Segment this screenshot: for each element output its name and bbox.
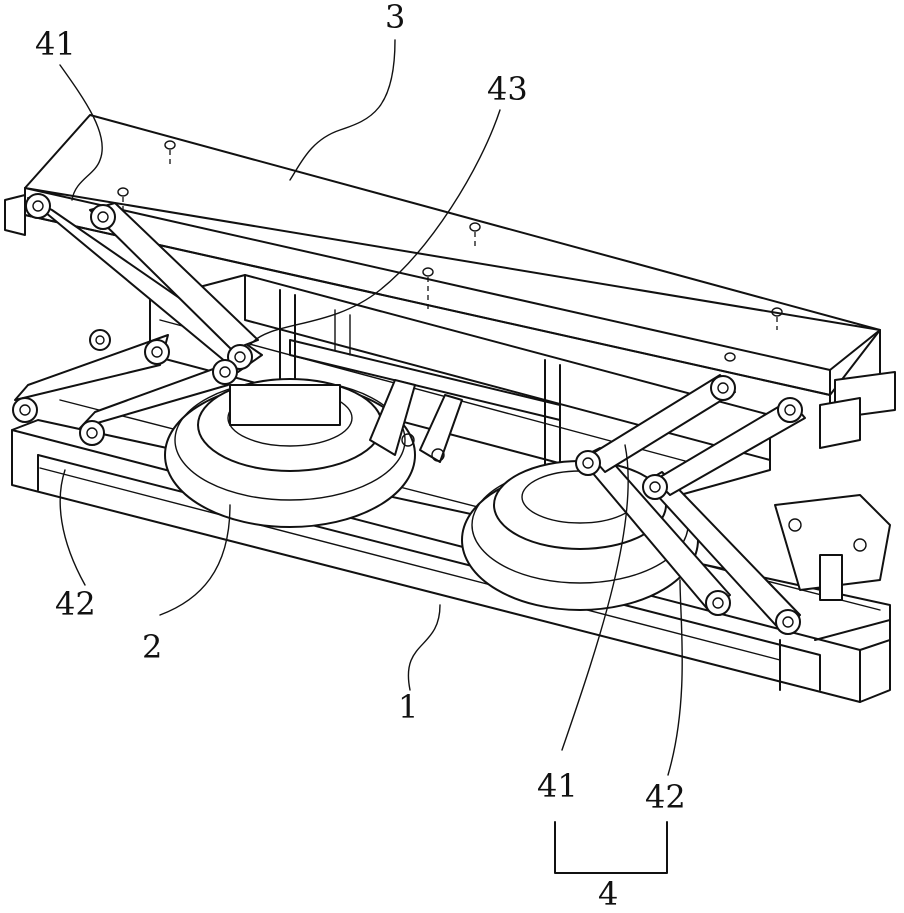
label-4: 4 bbox=[598, 875, 618, 913]
label-43: 43 bbox=[487, 70, 528, 108]
label-42-right: 42 bbox=[645, 778, 686, 816]
leader-3 bbox=[290, 40, 395, 180]
bracket-4 bbox=[555, 822, 667, 873]
label-1: 1 bbox=[398, 688, 418, 726]
label-42-left: 42 bbox=[55, 585, 96, 623]
label-41-left: 41 bbox=[35, 25, 76, 63]
leader-1 bbox=[408, 605, 440, 690]
label-2: 2 bbox=[142, 628, 162, 666]
roller-left bbox=[165, 379, 415, 527]
label-3: 3 bbox=[385, 0, 405, 36]
label-41-right: 41 bbox=[537, 767, 578, 805]
